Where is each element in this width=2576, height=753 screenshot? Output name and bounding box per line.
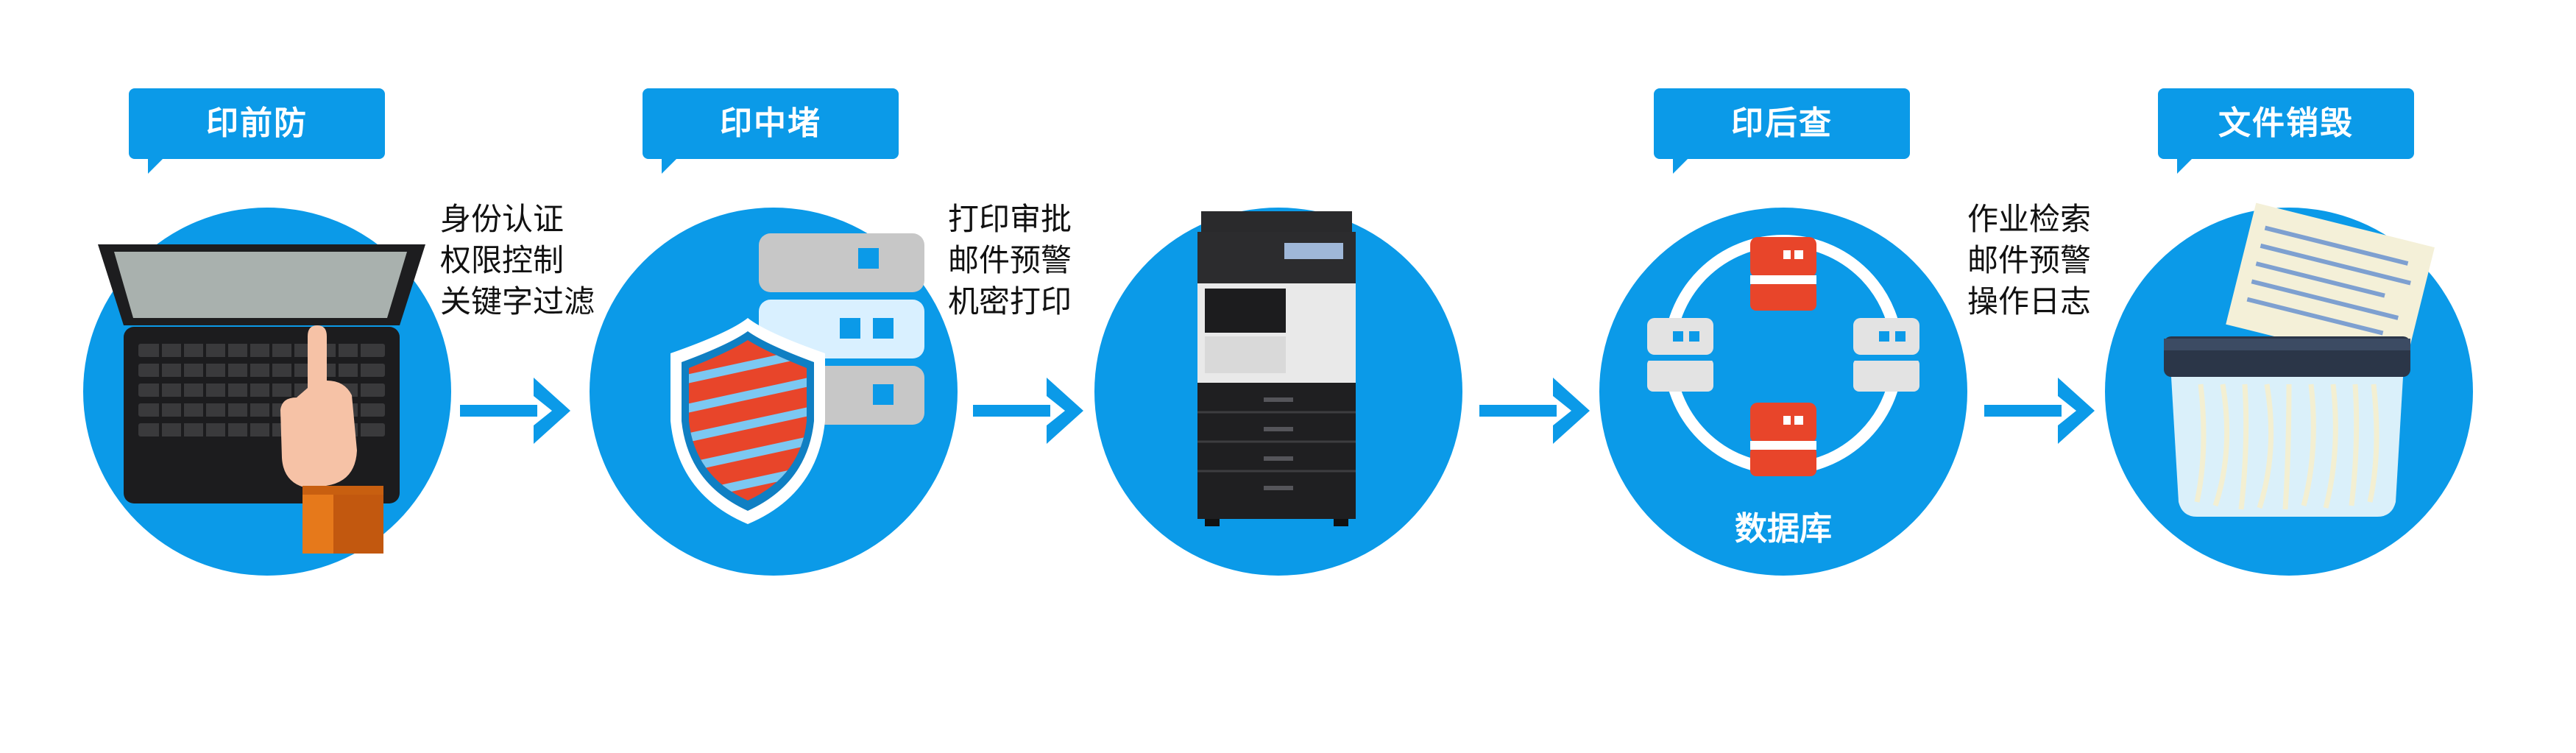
stage-desc-pre-print: 身份认证 权限控制 关键字过滤 xyxy=(440,199,595,322)
arrow-right-icon xyxy=(1984,374,2098,448)
arrow-right-icon xyxy=(1479,374,1593,448)
stage-desc-post-print: 作业检索 邮件预警 操作日志 xyxy=(1967,199,2091,322)
stage-tag-during-print: 印中堵 xyxy=(643,88,899,159)
stage-circle-during-print xyxy=(590,208,958,576)
stage-tag-destroy: 文件销毁 xyxy=(2158,88,2414,159)
arrow-right-icon xyxy=(460,374,574,448)
stage-tag-pre-print: 印前防 xyxy=(129,88,385,159)
desc-line: 权限控制 xyxy=(440,240,595,281)
laptop-icon xyxy=(83,208,451,576)
stage-desc-during-print: 打印审批 邮件预警 机密打印 xyxy=(948,199,1072,322)
desc-line: 关键字过滤 xyxy=(440,281,595,322)
desc-line: 打印审批 xyxy=(948,199,1072,240)
arrow-right-icon xyxy=(973,374,1087,448)
desc-line: 身份认证 xyxy=(440,199,595,240)
printer-icon xyxy=(1094,208,1462,576)
database-label: 数据库 xyxy=(1599,502,1967,549)
stage-circle-database: 数据库 xyxy=(1599,208,1967,576)
desc-line: 邮件预警 xyxy=(1967,240,2091,281)
desc-line: 操作日志 xyxy=(1967,281,2091,322)
desc-line: 作业检索 xyxy=(1967,199,2091,240)
stage-circle-pre-print xyxy=(83,208,451,576)
shredder-icon xyxy=(2105,208,2473,576)
stage-tag-post-print: 印后查 xyxy=(1654,88,1910,159)
desc-line: 邮件预警 xyxy=(948,240,1072,281)
desc-line: 机密打印 xyxy=(948,281,1072,322)
stage-circle-printer xyxy=(1094,208,1462,576)
shield-server-icon xyxy=(590,208,958,576)
stage-circle-destroy xyxy=(2105,208,2473,576)
